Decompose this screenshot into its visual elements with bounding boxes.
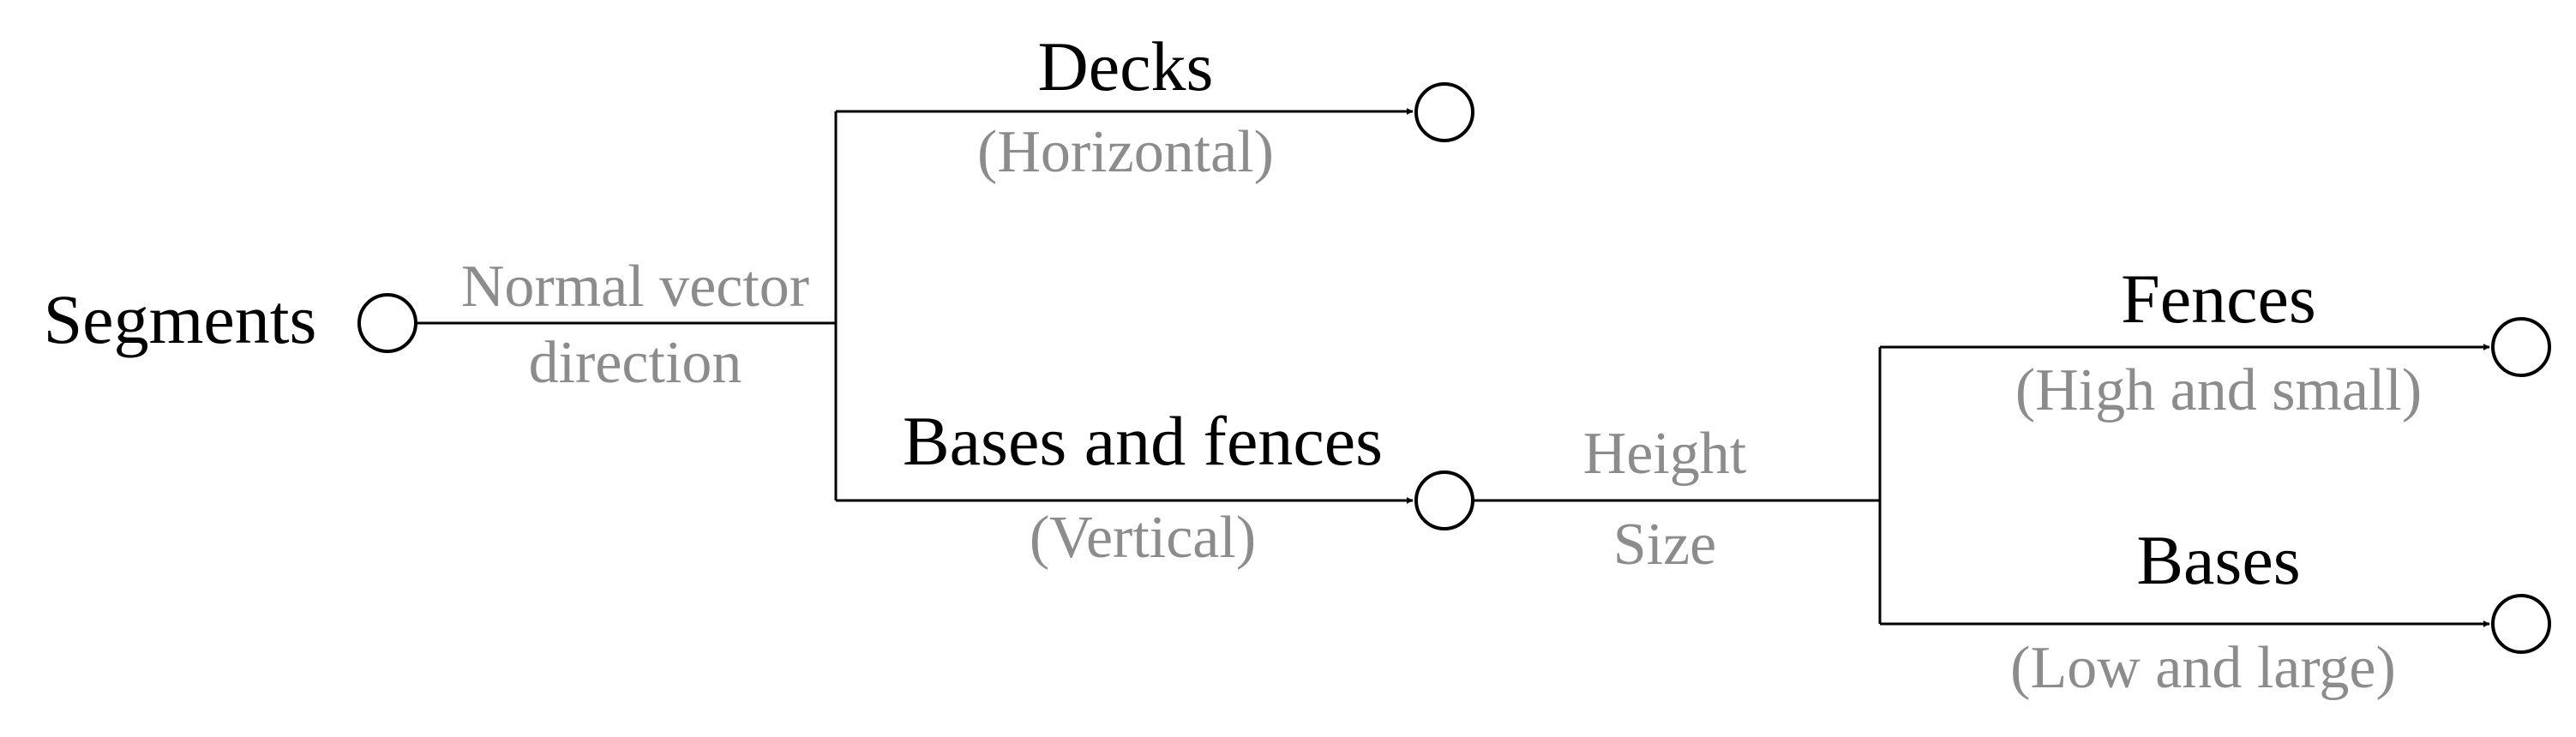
criterion-2-line-1: Height — [1583, 421, 1747, 487]
bases-fences-sublabel: (Vertical) — [1030, 505, 1256, 571]
fences-label: Fences — [2121, 260, 2316, 338]
bases-label: Bases — [2136, 521, 2300, 599]
decks-label: Decks — [1038, 27, 1214, 105]
criterion-1-line-1: Normal vector — [461, 254, 809, 320]
fences-sublabel: (High and small) — [2015, 357, 2422, 423]
criterion-1-line-2: direction — [529, 330, 742, 396]
bases-sublabel: (Low and large) — [2010, 635, 2396, 701]
bases-fences-node — [1414, 470, 1474, 530]
decks-sublabel: (Horizontal) — [977, 119, 1274, 185]
root-label: Segments — [44, 280, 317, 358]
criterion-2-line-2: Size — [1613, 512, 1717, 578]
bases-fences-label: Bases and fences — [903, 402, 1383, 480]
decks-node — [1414, 82, 1474, 142]
bases-node — [2491, 594, 2551, 654]
fences-node — [2491, 317, 2551, 377]
root-node — [357, 293, 417, 353]
